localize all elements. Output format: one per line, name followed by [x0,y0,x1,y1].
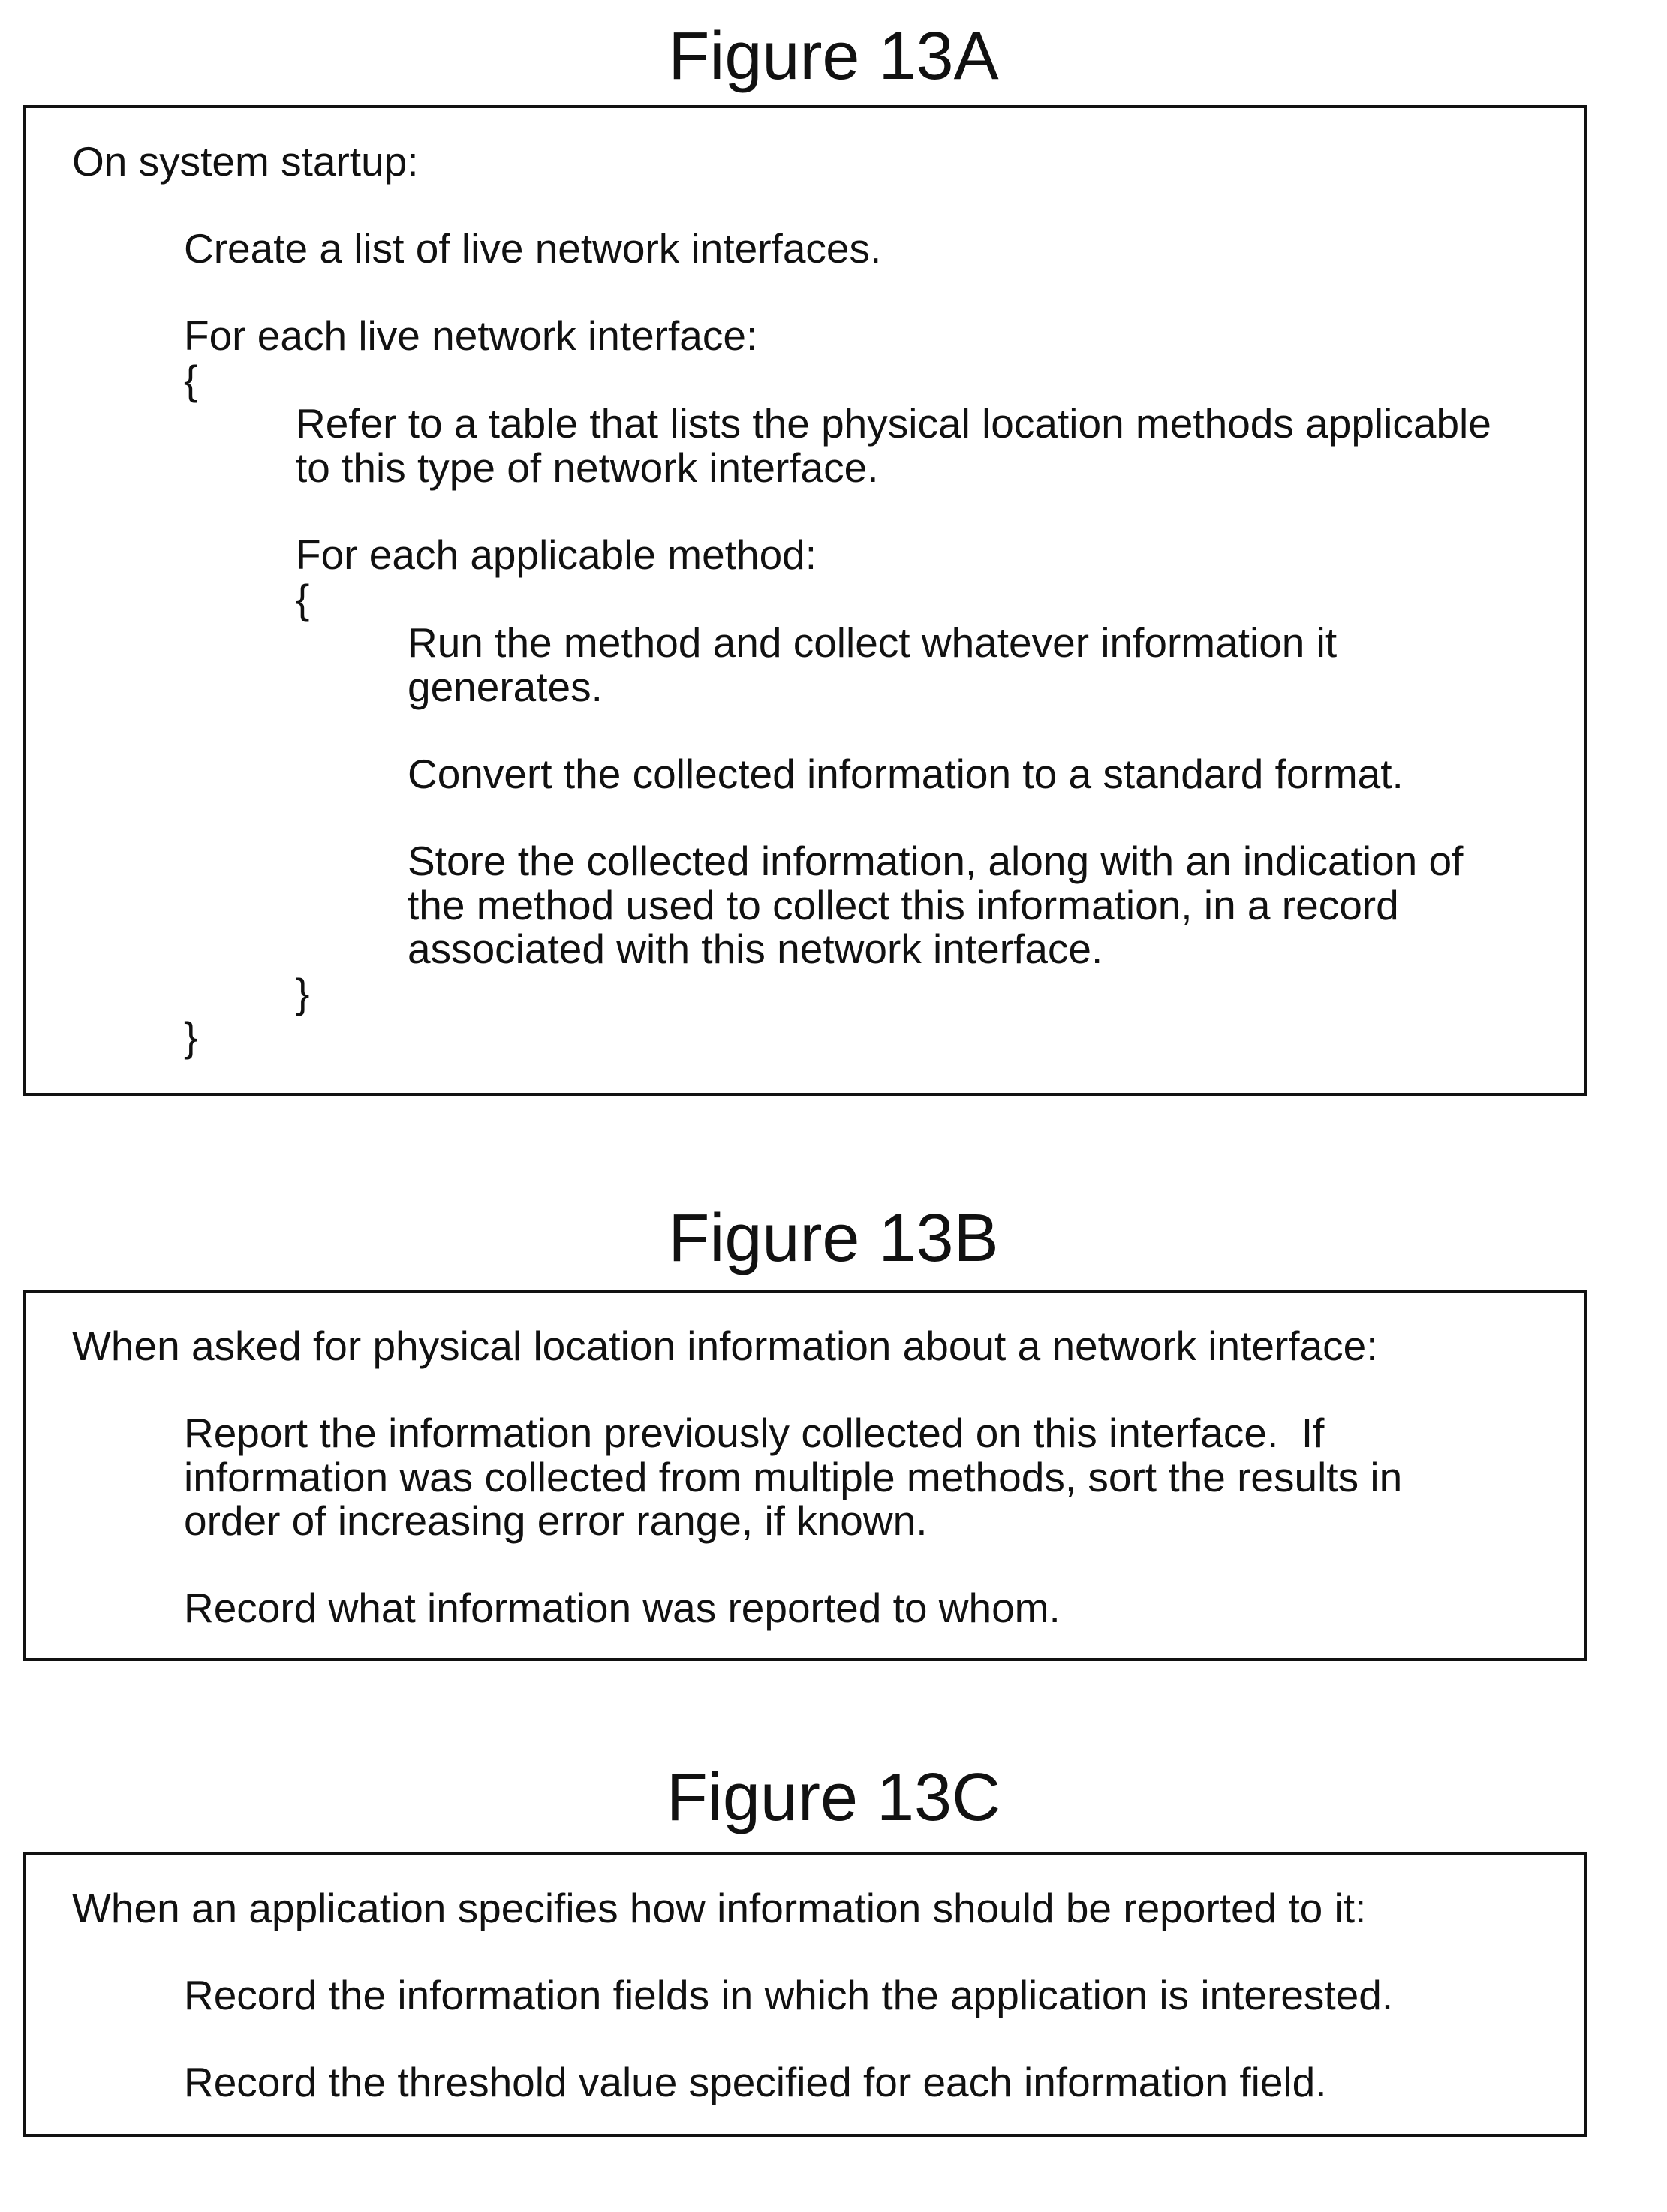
figure-13a-line: Run the method and collect whatever info… [408,621,1337,665]
figure-13a-line: { [184,358,197,402]
figure-13a-line: { [296,577,309,621]
figure-13a-line: Convert the collected information to a s… [408,752,1404,796]
figure-13b-line: order of increasing error range, if know… [184,1499,927,1543]
figure-13a-box: On system startup: Create a list of live… [23,105,1587,1096]
figure-13a-line: associated with this network interface. [408,927,1103,971]
figure-13a-line: to this type of network interface. [296,446,879,490]
figure-13b-line: Record what information was reported to … [184,1586,1061,1630]
figure-13c-line: Record the threshold value specified for… [184,2060,1327,2105]
figure-13b-line: information was collected from multiple … [184,1455,1402,1500]
figure-13a-line: } [296,971,309,1016]
figure-13a-line: For each live network interface: [184,314,757,358]
figure-13a-line: For each applicable method: [296,533,817,577]
figure-13a-line: Refer to a table that lists the physical… [296,402,1491,446]
figure-13b-box: When asked for physical location informa… [23,1290,1587,1661]
figure-13b-line: When asked for physical location informa… [72,1324,1378,1368]
figure-13a-line: On system startup: [72,140,419,184]
figure-13a-line: generates. [408,665,603,709]
figure-13b-line: Report the information previously collec… [184,1411,1324,1455]
figure-13c-line: Record the information fields in which t… [184,1973,1393,2018]
figure-13a-line: Create a list of live network interfaces… [184,227,881,271]
figure-13b-title: Figure 13B [0,1201,1667,1276]
figure-13a-line: the method used to collect this informat… [408,883,1399,928]
figure-13a-line: } [184,1015,197,1059]
figure-13a-title: Figure 13A [0,19,1667,94]
figure-13a-line: Store the collected information, along w… [408,839,1463,883]
figure-13c-title: Figure 13C [0,1760,1667,1835]
figure-13c-box: When an application specifies how inform… [23,1852,1587,2137]
figure-13c-line: When an application specifies how inform… [72,1886,1366,1931]
